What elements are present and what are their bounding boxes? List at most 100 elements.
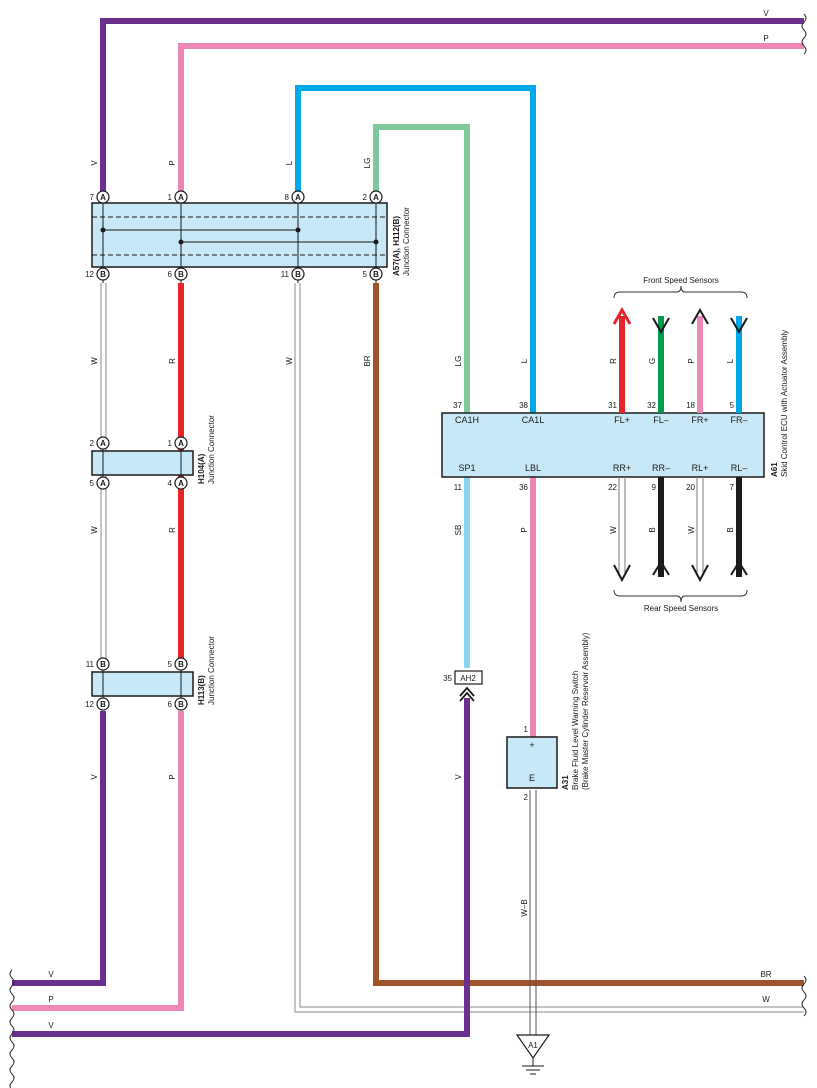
wire-break-left (9, 969, 15, 1088)
ecu-terminal: RR+ (613, 463, 631, 473)
brake-fluid-switch (506, 736, 558, 789)
pin-letter: A (373, 193, 379, 202)
pin-number: 37 (453, 401, 462, 410)
ecu-terminal: LBL (525, 463, 541, 473)
h104-name: Junction Connector (207, 415, 216, 484)
wire-label: P (168, 160, 177, 165)
pin-number: 11 (454, 483, 463, 492)
front-sensors-label: Front Speed Sensors (643, 276, 719, 285)
wire-label: B (648, 527, 657, 532)
pin-number: 4 (168, 479, 173, 488)
wire-label: W (90, 357, 99, 365)
pin-number: 12 (85, 270, 94, 279)
wire-label: P (48, 995, 53, 1004)
connector-ah2-label: AH2 (460, 674, 476, 683)
pin-number: 20 (686, 483, 695, 492)
pin-number: 6 (168, 700, 173, 709)
wire-pink-top (178, 43, 804, 193)
wire-label: P (763, 34, 768, 43)
pin-letter: B (100, 700, 106, 709)
pin-number: 5 (730, 401, 735, 410)
ecu-terminal: SP1 (458, 463, 475, 473)
wire-label: LG (363, 158, 372, 169)
pin-number: 5 (168, 660, 173, 669)
pin-number: 18 (686, 401, 695, 410)
junction-connector-h113 (91, 663, 194, 705)
pin-number: 2 (363, 193, 368, 202)
h113-id: H113(B) (197, 675, 206, 705)
a57-label: A57(A), H112(B) (392, 216, 401, 276)
wire-pink-bottom (12, 711, 184, 1011)
wire-label: W (285, 357, 294, 365)
wire-label: P (687, 358, 696, 363)
ecu-terminal: FL– (653, 415, 669, 425)
pin-number: 31 (608, 401, 617, 410)
pin-number: 5 (363, 270, 368, 279)
wire-label: R (168, 358, 177, 364)
pin-number: 11 (281, 270, 290, 279)
rear-sensors-label: Rear Speed Sensors (644, 604, 718, 613)
pin-number: 8 (285, 193, 290, 202)
ecu-terminal: RR– (652, 463, 670, 473)
wire-label: SB (454, 525, 463, 536)
a31-e: E (529, 773, 535, 783)
pin-number: 1 (168, 439, 173, 448)
pin-number: 35 (443, 674, 452, 683)
wire-l-top (295, 85, 536, 413)
wire-label: R (609, 358, 618, 364)
pin-number: 7 (90, 193, 95, 202)
a57-id: A57(A), H112(B) (392, 216, 401, 276)
pin-number: 2 (524, 793, 529, 802)
bus-wires (12, 18, 804, 1037)
pin-number: 5 (90, 479, 95, 488)
ecu-terminal: CA1H (455, 415, 479, 425)
pin-number: 1 (168, 193, 173, 202)
ecu-terminal: RL– (731, 463, 748, 473)
wire-label: V (454, 774, 463, 780)
pin-letter: B (100, 660, 106, 669)
pin-number: 6 (168, 270, 173, 279)
pin-letter: A (100, 193, 106, 202)
wire-label: W–B (520, 899, 529, 916)
front-sensor-wires (612, 285, 748, 413)
pin-number: 32 (647, 401, 656, 410)
a57-name: Junction Connector (402, 207, 411, 276)
wire-label: W (687, 526, 696, 534)
wire-label: W (762, 995, 770, 1004)
pin-number: 38 (519, 401, 528, 410)
pin-number: 36 (519, 483, 528, 492)
rear-sensor-wires (613, 477, 748, 603)
h113-name: Junction Connector (207, 636, 216, 705)
ecu-terminal: FR+ (691, 415, 708, 425)
ground-a1 (515, 1034, 551, 1075)
wire-lg-top (373, 124, 470, 413)
pin-letter: B (295, 270, 301, 279)
wire-label: B (726, 527, 735, 532)
wire-break-right (801, 13, 807, 1017)
pin-number: 1 (524, 725, 529, 734)
pin-letter: B (178, 660, 184, 669)
pin-number: 12 (85, 700, 94, 709)
ecu-terminal: RL+ (692, 463, 709, 473)
a31-name: Brake Fluid Level Warning Switch (571, 671, 580, 790)
pin-letter: B (100, 270, 106, 279)
wire-label: BR (363, 355, 372, 366)
pin-number: 22 (608, 483, 617, 492)
pin-letter: B (178, 700, 184, 709)
wire-label: L (285, 160, 294, 165)
wire-label: P (520, 527, 529, 532)
ecu-terminal: FL+ (614, 415, 630, 425)
pin-letter: A (178, 479, 184, 488)
ecu-terminal: CA1L (522, 415, 545, 425)
pin-letter: A (178, 193, 184, 202)
pin-letter: B (373, 270, 379, 279)
h104-id: H104(A) (197, 453, 206, 484)
pin-letter: B (178, 270, 184, 279)
ground-label: A1 (528, 1041, 538, 1050)
wire-label: W (609, 526, 618, 534)
wire-label: V (90, 774, 99, 780)
junction-connector-a57 (91, 193, 388, 283)
skid-control-ecu (441, 412, 765, 478)
wire-violet-bottom (12, 711, 106, 986)
